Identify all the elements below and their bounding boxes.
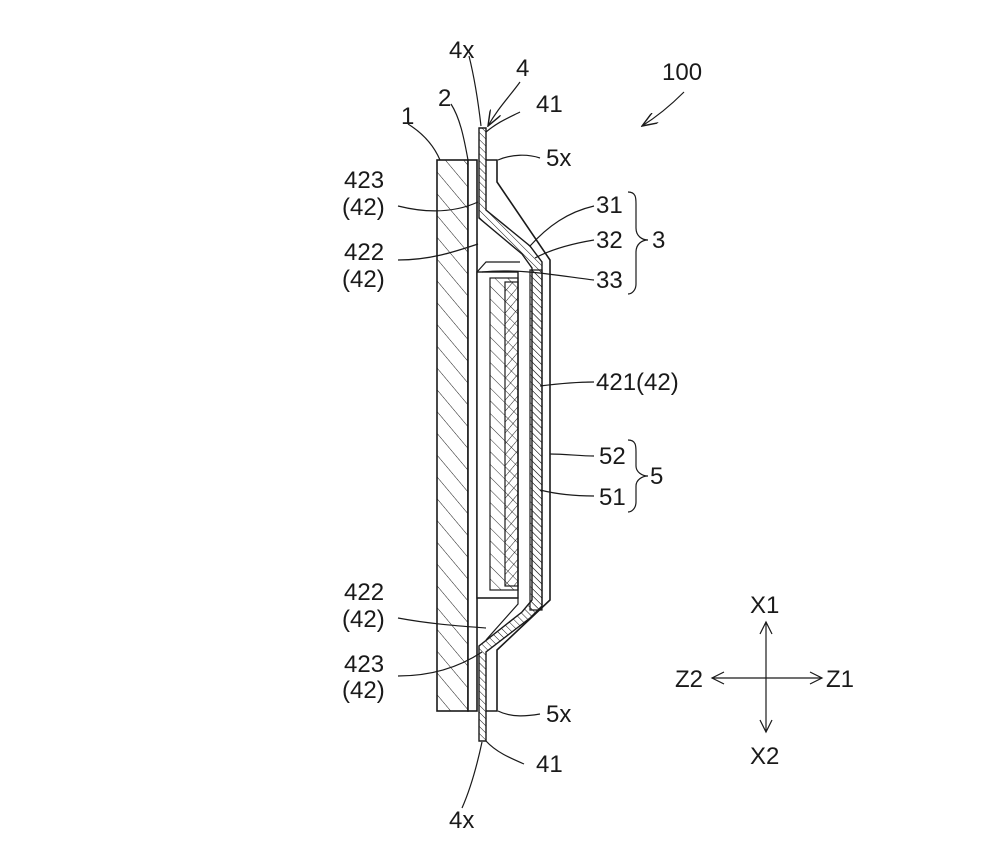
label-423-bottom-paren: (42) bbox=[342, 677, 385, 704]
label-3: 3 bbox=[652, 227, 665, 254]
label-1: 1 bbox=[401, 103, 414, 130]
label-423-top-paren: (42) bbox=[342, 194, 385, 221]
label-4x-bottom: 4x bbox=[449, 807, 474, 834]
label-41-top: 41 bbox=[536, 91, 563, 118]
axis-z1-label: Z1 bbox=[826, 666, 854, 693]
label-33: 33 bbox=[596, 267, 623, 294]
label-5: 5 bbox=[650, 463, 663, 490]
label-422-top-paren: (42) bbox=[342, 266, 385, 293]
layer-1-substrate bbox=[437, 160, 468, 711]
label-51: 51 bbox=[599, 484, 626, 511]
layer-2-film bbox=[468, 160, 477, 711]
label-4: 4 bbox=[516, 55, 529, 82]
axis-z2-label: Z2 bbox=[675, 666, 703, 693]
label-41-bottom: 41 bbox=[536, 751, 563, 778]
label-423-top: 423 bbox=[344, 167, 384, 194]
label-422-bottom-paren: (42) bbox=[342, 606, 385, 633]
axis-x1-label: X1 bbox=[750, 592, 779, 619]
axis-x2-label: X2 bbox=[750, 743, 779, 770]
label-5x-top: 5x bbox=[546, 145, 571, 172]
direction-indicator: X1 X2 Z2 Z1 bbox=[675, 592, 854, 770]
brace-3 bbox=[628, 192, 648, 294]
label-422-top: 422 bbox=[344, 239, 384, 266]
label-421: 421(42) bbox=[596, 369, 679, 396]
label-31: 31 bbox=[596, 192, 623, 219]
label-52: 52 bbox=[599, 443, 626, 470]
label-100: 100 bbox=[662, 59, 702, 86]
brace-5 bbox=[628, 440, 648, 512]
label-423-bottom: 423 bbox=[344, 651, 384, 678]
label-422-bottom: 422 bbox=[344, 579, 384, 606]
label-5x-bottom: 5x bbox=[546, 701, 571, 728]
label-4x-top: 4x bbox=[449, 37, 474, 64]
label-32: 32 bbox=[596, 227, 623, 254]
label-2: 2 bbox=[438, 85, 451, 112]
layer-31-cathode bbox=[505, 282, 518, 586]
